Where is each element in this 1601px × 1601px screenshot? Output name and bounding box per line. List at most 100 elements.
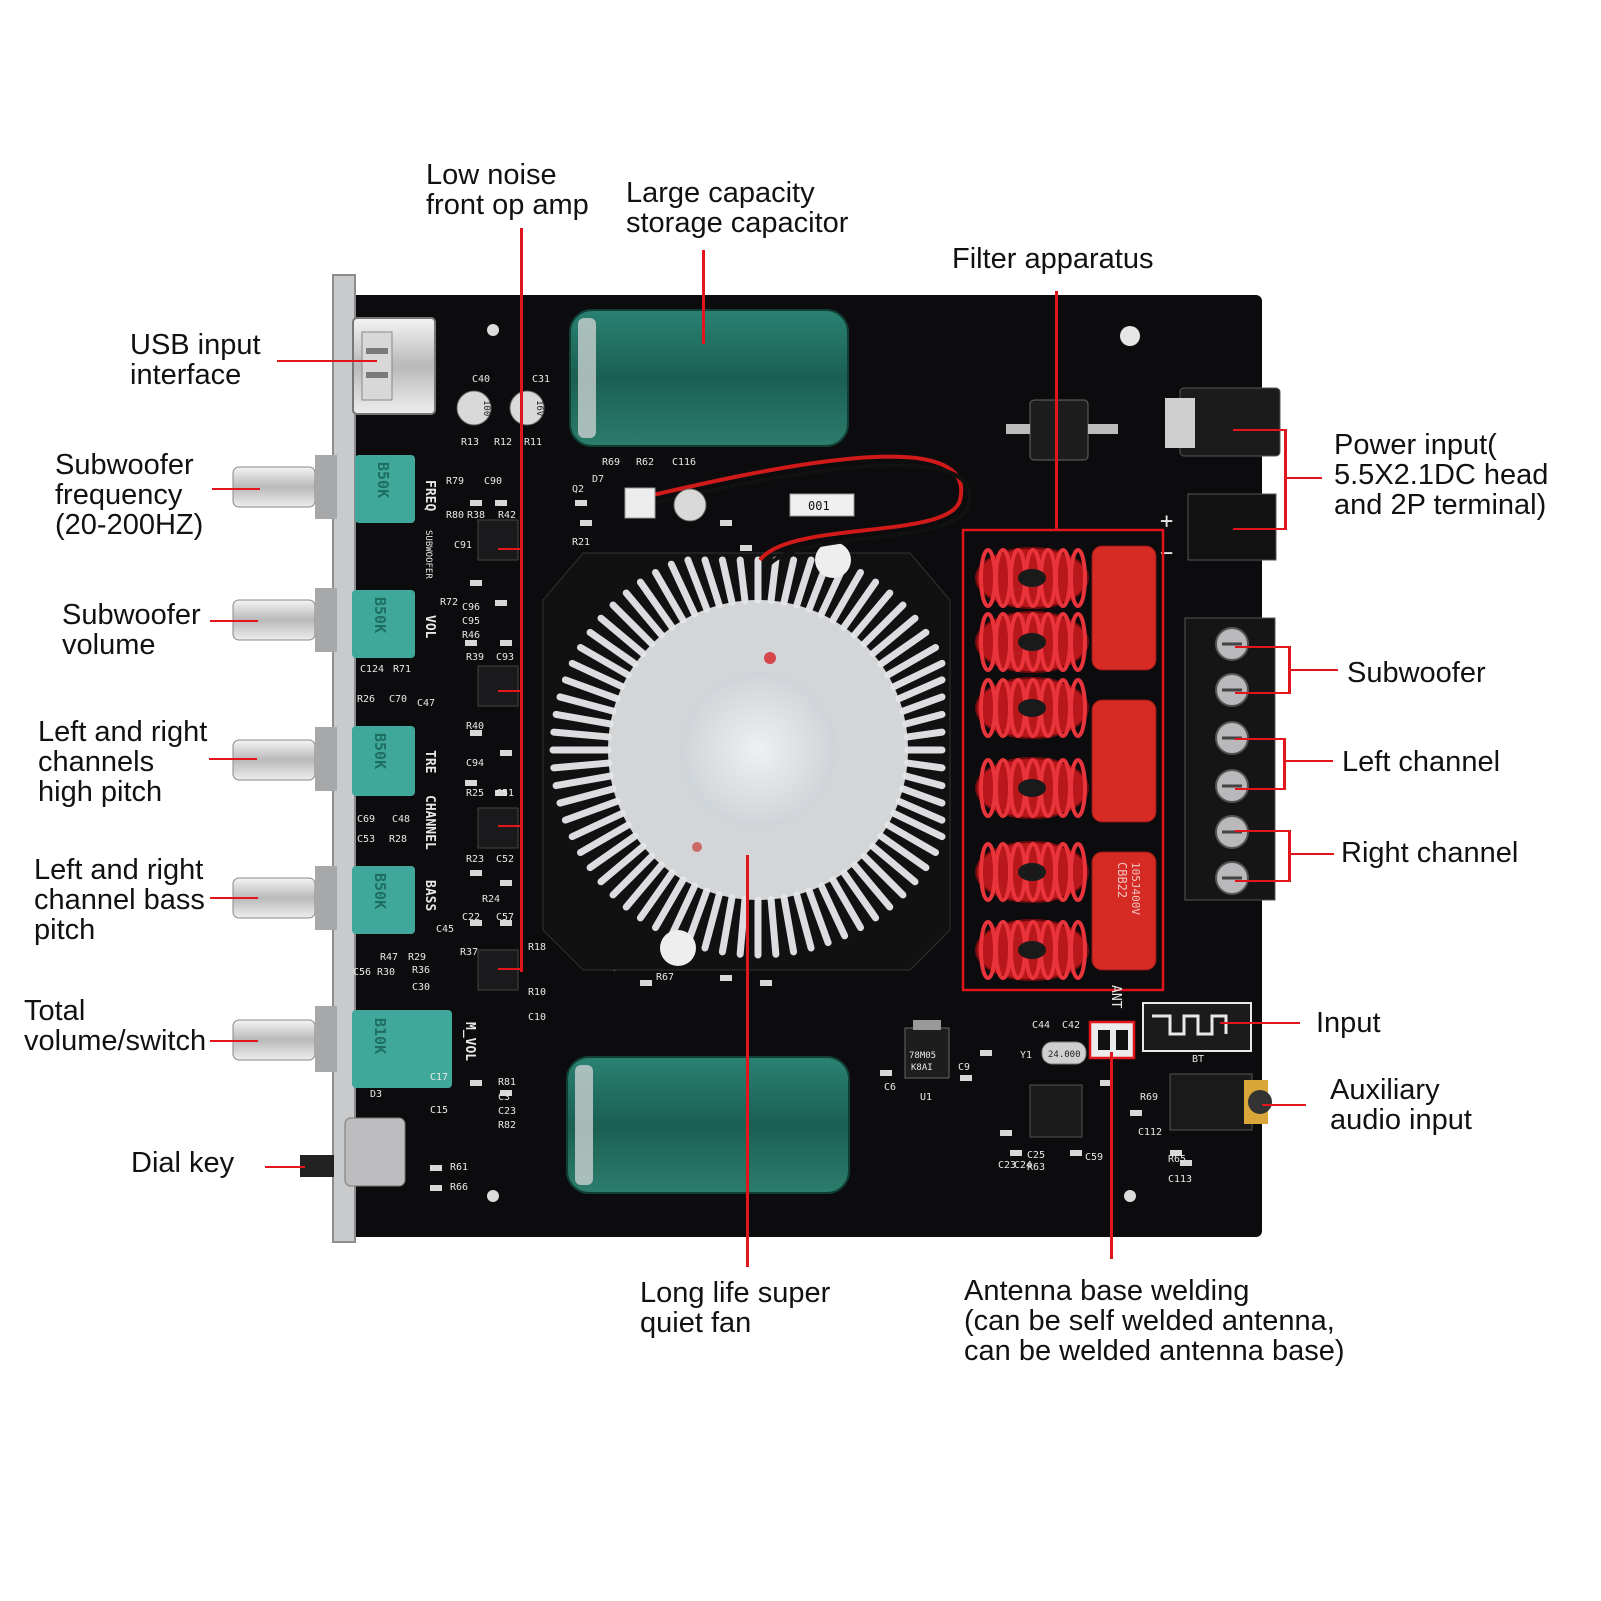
heatsink-fin bbox=[850, 861, 894, 911]
heatsink-fin bbox=[793, 556, 815, 609]
leader-right-bracket bbox=[1235, 880, 1290, 882]
silk-designator: C53 bbox=[357, 834, 375, 845]
smd-part bbox=[720, 520, 732, 526]
smd-part bbox=[580, 520, 592, 526]
heatsink-fin bbox=[895, 676, 946, 703]
silk-designator: C94 bbox=[466, 758, 484, 769]
fan-wire bbox=[639, 454, 964, 562]
voltage-regulator: 78M05 K8AI bbox=[904, 1020, 950, 1079]
silk-designator: C56 bbox=[353, 967, 371, 978]
leader-op-amp-tick bbox=[498, 968, 522, 970]
terminal-screw bbox=[1215, 769, 1249, 803]
leader-sub-bracket bbox=[1235, 692, 1290, 694]
smd-part bbox=[1100, 1080, 1112, 1086]
label-input: Input bbox=[1316, 1007, 1381, 1039]
heatsink-fin bbox=[622, 589, 666, 639]
svg-text:B50K: B50K bbox=[371, 733, 389, 769]
heatsink-fin bbox=[597, 614, 647, 658]
silk-designator: R66 bbox=[450, 1182, 468, 1193]
silk-designator: C30 bbox=[412, 982, 430, 993]
filter-coil bbox=[975, 757, 1089, 819]
silk-designator: C44 bbox=[1032, 1020, 1050, 1031]
mount-hole bbox=[487, 324, 499, 336]
silk-designator: R10 bbox=[528, 987, 546, 998]
leader-right-bracket bbox=[1288, 830, 1291, 882]
heatsink-fin bbox=[576, 821, 632, 856]
heatsink-fin bbox=[780, 894, 798, 956]
caption-channel: CHANNEL bbox=[422, 795, 437, 850]
storage-capacitor-bottom bbox=[566, 1056, 850, 1194]
silk-designator: C15 bbox=[430, 1105, 448, 1116]
heatsink-fin bbox=[840, 578, 880, 631]
smd-part bbox=[720, 975, 732, 981]
silk-designator: C9 bbox=[958, 1062, 970, 1073]
terminal-screw bbox=[1215, 627, 1249, 661]
silk-designator: R37 bbox=[460, 947, 478, 958]
caption-freq: FREQ bbox=[422, 480, 437, 511]
leader-filter bbox=[1055, 291, 1058, 531]
leader-input bbox=[1220, 1022, 1300, 1024]
silk-designator: C45 bbox=[436, 924, 454, 935]
silk-designator: C57 bbox=[496, 912, 514, 923]
smd-part bbox=[465, 780, 477, 786]
leader-dial-key bbox=[265, 1166, 305, 1168]
heatsink-fin bbox=[736, 556, 749, 605]
smd-part bbox=[760, 980, 772, 986]
smd-part bbox=[500, 640, 512, 646]
pot-subwoofer-volume: B50K bbox=[232, 588, 415, 658]
terminal-screw bbox=[1215, 815, 1249, 849]
ant-text: ANT bbox=[1108, 985, 1123, 1009]
silk-designator: C10 bbox=[528, 1012, 546, 1023]
bluetooth-chip bbox=[1029, 1084, 1083, 1138]
small-capacitor bbox=[456, 390, 492, 426]
silk-designator: C3 bbox=[498, 1092, 510, 1103]
svg-text:001: 001 bbox=[808, 499, 830, 513]
heatsink-fin bbox=[817, 882, 849, 940]
terminal-screw bbox=[1215, 673, 1249, 707]
leader-right bbox=[1290, 853, 1334, 855]
aux-jack bbox=[1169, 1073, 1272, 1131]
label-antenna: Antenna base welding(can be self welded … bbox=[964, 1275, 1345, 1367]
silk-designator: R39 bbox=[466, 652, 484, 663]
heatsink-fin bbox=[869, 614, 919, 658]
leader-power-bracket bbox=[1233, 429, 1285, 431]
cap-text-100: 100 bbox=[481, 400, 491, 416]
leader-antenna bbox=[1110, 1052, 1113, 1259]
smd-part bbox=[430, 1165, 442, 1171]
silk-designator: C47 bbox=[417, 698, 435, 709]
heatsink-fin bbox=[869, 842, 919, 886]
dc-power-jack bbox=[1165, 387, 1281, 457]
heatsink-fin bbox=[552, 772, 614, 790]
heatsink-fin bbox=[556, 785, 617, 807]
silk-designator: C70 bbox=[389, 694, 407, 705]
silk-designator: R21 bbox=[572, 537, 590, 548]
heatsink-fin bbox=[556, 693, 617, 715]
leader-left bbox=[1285, 760, 1333, 762]
silk-designator: R25 bbox=[466, 788, 484, 799]
silk-designator: R81 bbox=[498, 1077, 516, 1088]
smd-part bbox=[470, 500, 482, 506]
caption-vol: VOL bbox=[422, 615, 437, 639]
leader-sub-vol bbox=[210, 620, 258, 622]
dial-key-switch bbox=[344, 1117, 406, 1187]
heatsink-fin bbox=[902, 772, 946, 790]
silk-designator: R46 bbox=[462, 630, 480, 641]
silk-designator: R69 bbox=[602, 457, 620, 468]
silk-designator: R36 bbox=[412, 965, 430, 976]
mount-hole bbox=[1120, 326, 1140, 346]
filter-highlight-box bbox=[961, 528, 1165, 992]
filter-coils bbox=[975, 547, 1089, 981]
svg-text:K8AI: K8AI bbox=[911, 1063, 933, 1073]
heatsink-fin bbox=[597, 842, 647, 886]
power-terminal bbox=[1187, 493, 1277, 561]
smd-part bbox=[500, 1090, 512, 1096]
smd-part bbox=[640, 980, 652, 986]
svg-text:24.000: 24.000 bbox=[1048, 1050, 1081, 1060]
caption-m-vol: M_VOL bbox=[462, 1022, 477, 1061]
smd-part bbox=[500, 920, 512, 926]
smd-part bbox=[495, 500, 507, 506]
silk-designator: C112 bbox=[1138, 1127, 1162, 1138]
